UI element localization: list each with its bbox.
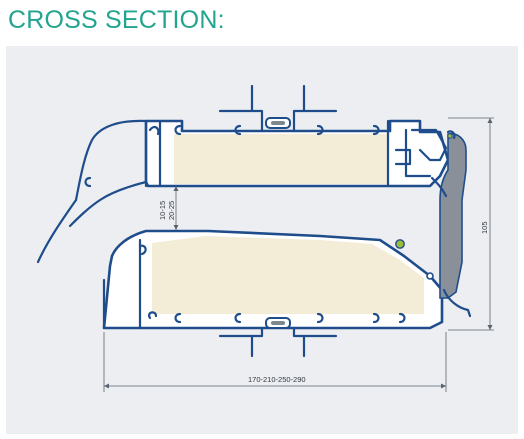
lower-bottom-connector — [250, 326, 264, 358]
height-dimension-label: 105 — [480, 221, 489, 234]
page-title: CROSS SECTION: — [8, 6, 225, 34]
gap-dimension: 10-15 20-25 — [158, 186, 179, 230]
upper-profile — [36, 84, 450, 264]
height-dimension: 105 — [448, 117, 494, 331]
right-gasket — [430, 130, 472, 318]
gap-dimension-label-1: 10-15 — [158, 201, 167, 220]
width-dimension: 170-210-250-290 — [103, 332, 447, 392]
gap-dimension-label-2: 20-25 — [167, 201, 176, 220]
upper-top-connector — [250, 84, 264, 133]
lower-insulation — [152, 236, 424, 314]
width-dimension-label: 170-210-250-290 — [248, 375, 306, 384]
lower-profile — [102, 229, 444, 358]
upper-wing-curve — [74, 119, 148, 202]
green-seal — [395, 239, 405, 249]
